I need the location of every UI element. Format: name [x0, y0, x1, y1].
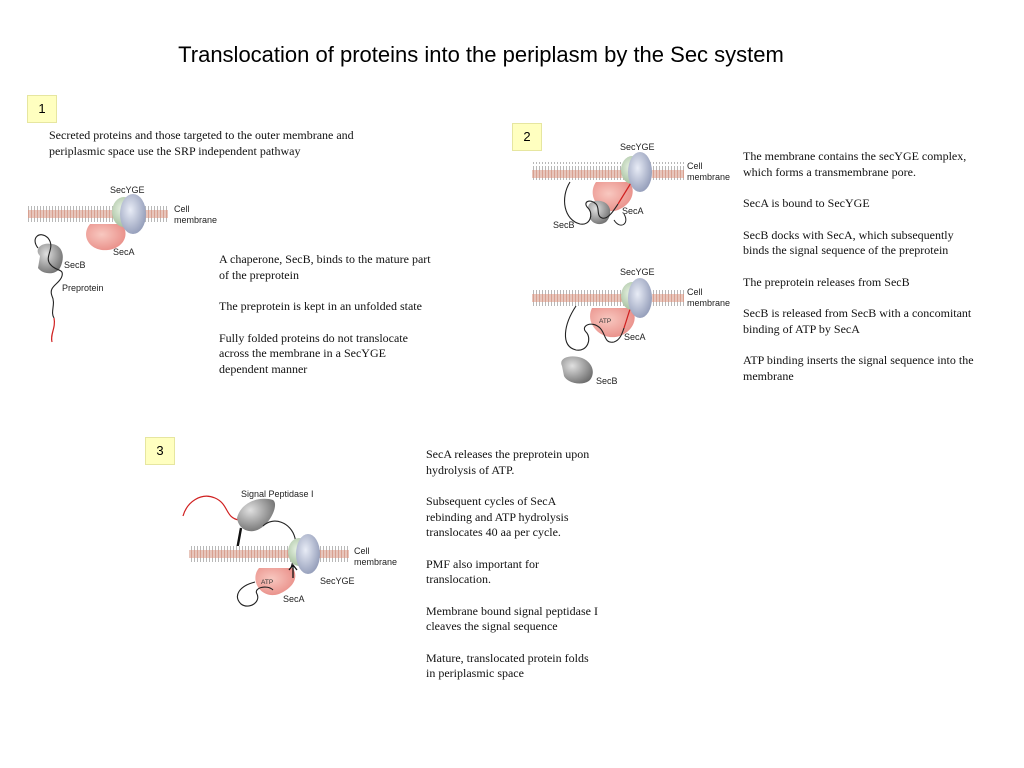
step-2-note: The preprotein releases from SecB — [743, 274, 910, 289]
label-seca: SecA — [624, 332, 646, 342]
step-1-note: A chaperone, SecB, binds to the mature p… — [219, 252, 431, 282]
label-preprotein: Preprotein — [62, 283, 104, 293]
secb-shape — [561, 356, 593, 384]
step-2-note: ATP binding inserts the signal sequence … — [743, 353, 974, 383]
label-atp: ATP — [599, 318, 611, 325]
secb-shape — [37, 243, 63, 274]
step-3-diagram: Signal Peptidase I Cell membrane SecYGE … — [182, 489, 397, 607]
preprotein-chain — [613, 213, 627, 226]
label-cell: Cell — [174, 204, 190, 214]
step-3-note: Membrane bound signal peptidase I cleave… — [426, 603, 598, 634]
label-atp: ATP — [261, 579, 273, 586]
step-2-note: SecA is bound to SecYGE — [743, 196, 870, 210]
preprotein-chain — [564, 305, 625, 351]
cell-membrane — [532, 288, 684, 306]
peptidase-shape — [237, 498, 276, 532]
secyge-pore — [628, 152, 652, 192]
step-1-badge: 1 — [27, 95, 57, 123]
step-1-intro-text: Secreted proteins and those targeted to … — [49, 128, 354, 158]
step-3-badge: 3 — [145, 437, 175, 465]
label-secyge: SecYGE — [320, 576, 355, 586]
signal-sequence — [182, 495, 240, 521]
step-1-notes: A chaperone, SecB, binds to the mature p… — [219, 252, 434, 393]
step-3-note: PMF also important for translocation. — [426, 556, 539, 587]
label-seca: SecA — [283, 594, 305, 604]
step-3-note: Mature, translocated protein folds in pe… — [426, 650, 589, 681]
page-title: Translocation of proteins into the perip… — [178, 42, 784, 67]
secyge-pore — [120, 194, 146, 234]
label-secb: SecB — [553, 220, 575, 230]
cell-membrane — [189, 546, 349, 564]
step-2-top-diagram: SecYGE Cell membrane SecA SecB — [532, 142, 730, 230]
step-2-badge: 2 — [512, 123, 542, 151]
preprotein-chain — [237, 581, 274, 607]
signal-sequence — [50, 317, 56, 343]
label-secb: SecB — [596, 376, 618, 386]
label-secyge: SecYGE — [620, 142, 655, 152]
step-3-note: Subsequent cycles of SecA rebinding and … — [426, 494, 569, 539]
label-seca: SecA — [113, 247, 135, 257]
label-cell: Cell — [354, 546, 370, 556]
label-secyge: SecYGE — [110, 185, 145, 195]
step-1-intro: Secreted proteins and those targeted to … — [49, 128, 399, 175]
seca-shape — [255, 568, 296, 596]
secyge-pore — [296, 534, 320, 574]
label-signal-peptidase: Signal Peptidase I — [241, 489, 314, 499]
step-2-note: SecB is released from SecB with a concom… — [743, 306, 972, 336]
step-1-note: The preprotein is kept in an unfolded st… — [219, 299, 422, 313]
preprotein-chain — [564, 181, 619, 225]
step-2-bottom-diagram: ATP SecYGE Cell membrane SecA SecB — [532, 267, 730, 386]
label-secyge: SecYGE — [620, 267, 655, 277]
secb-shape — [588, 200, 611, 225]
label-cell: Cell — [687, 161, 703, 171]
preprotein-chain — [34, 234, 63, 319]
step-3-note: SecA releases the preprotein upon hydrol… — [426, 447, 590, 477]
label-membrane: membrane — [174, 215, 217, 225]
step-2-note: The membrane contains the secYGE complex… — [743, 149, 967, 179]
cell-membrane — [28, 205, 168, 223]
cell-membrane — [532, 162, 684, 180]
label-membrane: membrane — [687, 172, 730, 182]
step-1-note: Fully folded proteins do not translocate… — [219, 330, 408, 376]
step-2-notes: The membrane contains the secYGE complex… — [743, 149, 981, 400]
translocation-arrow — [288, 563, 298, 578]
label-seca: SecA — [622, 206, 644, 216]
label-membrane: membrane — [354, 557, 397, 567]
step-3-notes: SecA releases the preprotein upon hydrol… — [426, 447, 598, 698]
label-cell: Cell — [687, 287, 703, 297]
secyge-pore — [628, 278, 652, 318]
seca-shape — [86, 224, 126, 251]
label-secb: SecB — [64, 260, 86, 270]
step-1-diagram: SecYGE Cell membrane SecA SecB Preprotei… — [28, 185, 217, 343]
step-2-note: SecB docks with SecA, which subsequently… — [743, 227, 954, 258]
label-membrane: membrane — [687, 298, 730, 308]
